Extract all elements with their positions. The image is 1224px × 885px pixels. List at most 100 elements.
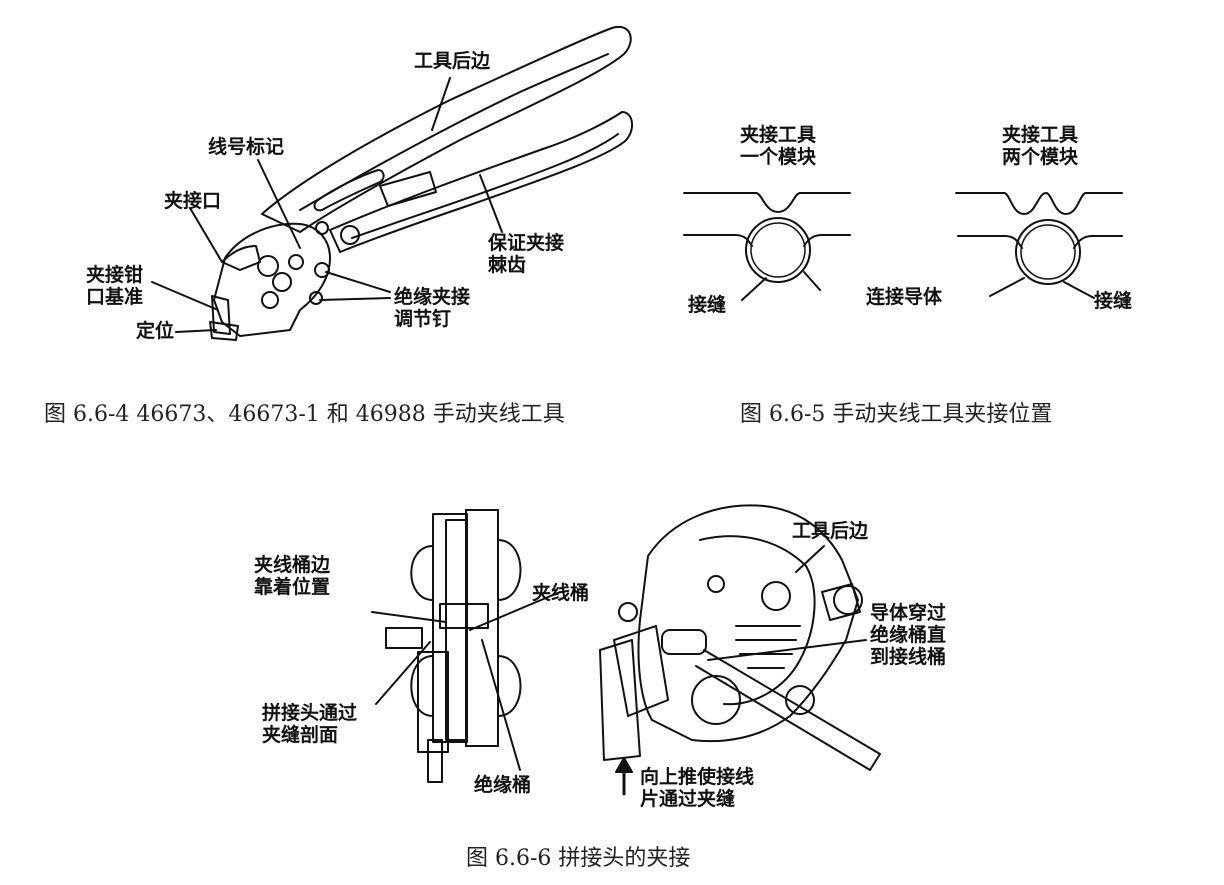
label-seam-right: 接缝	[1094, 290, 1133, 312]
label-jaw-datum: 夹接钳 口基准	[86, 264, 143, 308]
two-die-lower-left	[957, 235, 1023, 249]
label-barrel-edge-line2: 靠着位置	[254, 576, 331, 598]
leader-one-die-right	[803, 271, 821, 291]
leader-crimp-jaw	[189, 207, 223, 263]
label-splice-line2: 夹缝剖面	[262, 724, 339, 746]
label-ratchet-line2: 棘齿	[488, 254, 527, 276]
tool-head-outline	[637, 504, 859, 743]
side-tab	[385, 627, 423, 649]
label-two-die: 夹接工具 两个模块	[980, 124, 1100, 168]
label-push-line2: 片通过夹缝	[640, 788, 736, 810]
lower-roller-2	[785, 685, 815, 715]
label-one-die-line1: 夹接工具	[739, 124, 816, 146]
leader-conductor-2	[707, 639, 867, 661]
label-conductor: 连接导体	[866, 286, 943, 308]
label-wire-mark: 线号标记	[208, 136, 285, 158]
side-roller-bottom-r	[497, 655, 522, 717]
die-hole-4	[288, 254, 304, 270]
label-rear-edge: 工具后边	[414, 50, 491, 72]
lower-handle	[329, 111, 633, 253]
lower-handle-inner	[351, 133, 619, 239]
die-hole-2	[272, 272, 292, 292]
label-insul-adjust-line2: 调节钉	[394, 308, 452, 330]
side-base	[417, 651, 449, 753]
label-ratchet-line1: 保证夹接	[488, 232, 565, 254]
caption-figure-6-6-6: 图 6.6-6 拼接头的夹接	[466, 846, 691, 871]
leader-conductor	[989, 277, 1025, 297]
splice-end	[618, 602, 638, 622]
ratchet-block	[379, 171, 437, 207]
lower-roller	[691, 675, 741, 725]
label-conductor-through: 导体穿过 绝缘桶直 到接线桶	[870, 602, 946, 668]
leader-seam-left	[741, 277, 767, 301]
locator-tab	[209, 321, 239, 341]
die-base	[599, 639, 641, 761]
one-die-conductor	[750, 222, 806, 278]
splice-in-die	[439, 603, 489, 629]
leader-locating	[175, 329, 217, 333]
label-crimp-jaw: 夹接口	[164, 190, 222, 212]
tool-head-face	[699, 535, 816, 706]
one-die-barrel	[745, 217, 811, 283]
label-one-die: 夹接工具 一个模块	[718, 124, 838, 168]
label-splice: 拼接头通过 夹缝剖面	[262, 702, 357, 746]
one-die-lower-left	[683, 234, 753, 247]
splice-part	[661, 629, 707, 655]
label-crimp-barrel: 夹线桶	[532, 582, 590, 604]
leader-crimp-barrel	[469, 591, 561, 631]
leader-rear-edge	[431, 77, 451, 131]
leader-seam-right	[1063, 281, 1095, 299]
label-rear-edge-2: 工具后边	[792, 520, 869, 542]
head-hole	[761, 581, 791, 611]
label-conductor-line2: 绝缘桶直	[870, 624, 947, 646]
label-jaw-datum-line1: 夹接钳	[86, 264, 144, 286]
two-die-conductor	[1020, 224, 1076, 280]
leader-insul-barrel	[481, 639, 521, 771]
label-jaw-datum-line2: 口基准	[86, 286, 144, 308]
label-splice-line1: 拼接头通过	[262, 702, 358, 724]
adjust-screw-2	[309, 291, 323, 305]
leader-rear-edge-2	[795, 545, 825, 573]
leader-ratchet	[479, 174, 503, 233]
side-roller-top-r	[497, 539, 522, 601]
label-two-die-line2: 两个模块	[1001, 146, 1078, 168]
knob-end	[833, 585, 863, 615]
leader-insul-2	[319, 297, 391, 301]
caption-figure-6-6-4: 图 6.6-4 46673、46673-1 和 46988 手动夹线工具	[44, 402, 565, 427]
pivot-pin	[340, 225, 360, 245]
two-die-lower-right	[1073, 235, 1123, 249]
label-push-up: 向上推使接线 片通过夹缝	[640, 766, 754, 810]
label-two-die-line1: 夹接工具	[1001, 124, 1078, 146]
label-insul-adjust: 绝缘夹接 调节钉	[394, 286, 470, 330]
leader-wire-mark	[257, 159, 301, 249]
two-die-upper-contour	[955, 191, 1123, 216]
side-roller-top	[410, 545, 434, 601]
label-seam-left: 接缝	[688, 294, 727, 316]
head-pin	[707, 575, 725, 593]
adjust-screw	[314, 262, 330, 278]
push-arrow-head	[615, 757, 633, 773]
die-hole-1	[257, 255, 279, 277]
label-ratchet: 保证夹接 棘齿	[488, 232, 564, 276]
two-die-barrel	[1015, 219, 1081, 285]
upper-handle	[261, 25, 632, 233]
label-barrel-edge: 夹线桶边 靠着位置	[254, 554, 330, 598]
label-push-line1: 向上推使接线	[640, 766, 755, 788]
grip-slots	[735, 625, 801, 669]
die-block	[613, 625, 669, 717]
one-die-upper-contour	[683, 192, 851, 214]
label-insul-adjust-line1: 绝缘夹接	[394, 286, 471, 308]
leader-jaw-datum	[151, 281, 219, 311]
side-plate-front	[445, 519, 467, 741]
label-barrel-edge-line1: 夹线桶边	[254, 554, 331, 576]
label-insul-barrel: 绝缘桶	[474, 774, 532, 796]
label-locating: 定位	[136, 320, 175, 342]
caption-figure-6-6-5: 图 6.6-5 手动夹线工具夹接位置	[740, 402, 1053, 427]
leader-splice	[375, 641, 431, 705]
jaw-head	[213, 222, 331, 337]
handle-slot	[313, 169, 385, 212]
side-roller-bottom	[410, 655, 434, 717]
